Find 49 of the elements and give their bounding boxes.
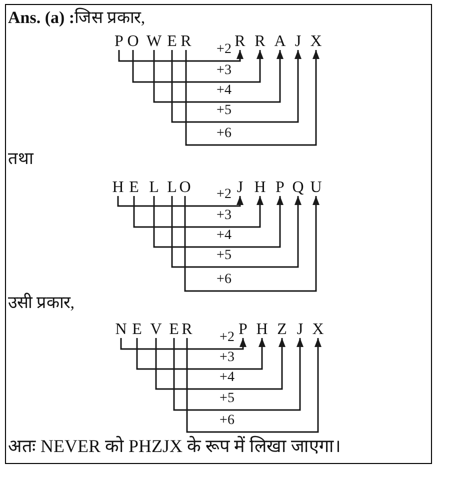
text-line: अतः NEVER को PHZJX के रूप में लिखा जाएगा। (8, 437, 342, 457)
arrow (118, 50, 244, 62)
letter: P (238, 322, 248, 338)
letter: Q (292, 180, 304, 196)
letter: V (150, 322, 162, 338)
letter: U (310, 180, 322, 196)
letter: J (294, 34, 302, 50)
arrow (133, 196, 264, 228)
arrow (186, 338, 322, 433)
arrow (173, 338, 304, 411)
letter: E (167, 34, 177, 50)
arrow (132, 50, 264, 83)
letter: X (310, 34, 322, 50)
letter: A (274, 34, 286, 50)
arrow (171, 196, 302, 268)
letter: J (296, 322, 304, 338)
arrow (153, 196, 284, 248)
text-line: तथा (8, 150, 33, 169)
letter: E (129, 180, 139, 196)
letter: R (254, 34, 266, 50)
letter: L (149, 180, 159, 196)
letter: W (146, 34, 162, 50)
arrow (120, 338, 246, 350)
letter: H (254, 180, 266, 196)
letter: Z (277, 322, 287, 338)
letter: L (167, 180, 177, 196)
arrow (117, 196, 244, 207)
letter: E (169, 322, 179, 338)
letter: H (256, 322, 268, 338)
text-line: उसी प्रकार, (8, 294, 74, 313)
letter: R (182, 322, 192, 338)
letter: X (312, 322, 324, 338)
letter: R (180, 34, 192, 50)
letter: P (276, 180, 284, 196)
arrow (136, 338, 266, 370)
letter: H (112, 180, 124, 196)
arrow (171, 50, 302, 123)
arrow (155, 338, 286, 390)
letter: O (127, 34, 139, 50)
letter: E (132, 322, 142, 338)
text-line: Ans. (a) :जिस प्रकार, (8, 9, 146, 28)
arrow (185, 50, 320, 146)
letter: N (115, 322, 127, 338)
letter: O (179, 180, 191, 196)
arrow (153, 50, 284, 103)
arrow (184, 196, 320, 292)
letter: R (234, 34, 246, 50)
letter: J (236, 180, 244, 196)
letter: P (114, 34, 124, 50)
